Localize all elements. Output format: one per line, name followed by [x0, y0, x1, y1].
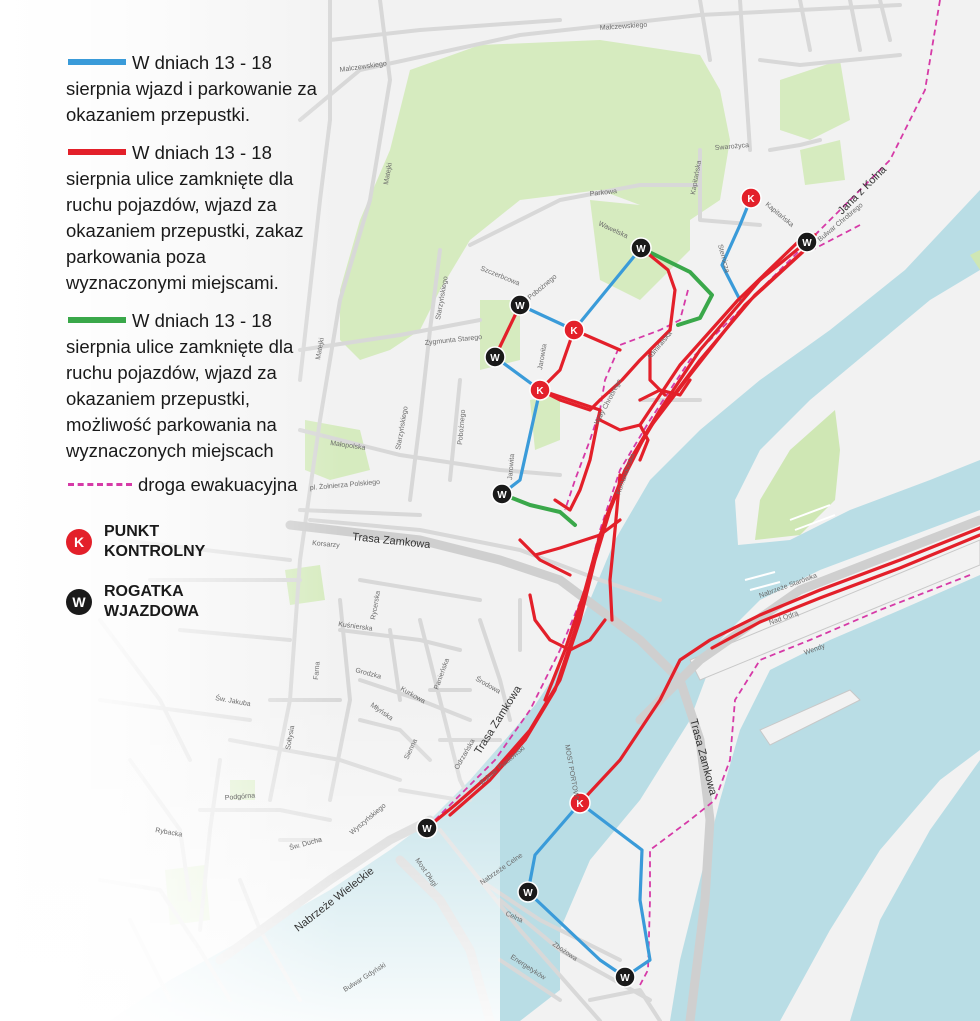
gate-marker[interactable]: W: [517, 881, 539, 903]
legend-item-green: W dniach 13 - 18 sierpnia ulice zamknięt…: [58, 308, 318, 464]
legend-item-checkpoint: K PUNKT KONTROLNY: [66, 522, 318, 562]
island: [735, 250, 980, 545]
street-label: Pobożnego: [457, 409, 467, 445]
gate-letter: W: [620, 973, 630, 984]
checkpoint-marker[interactable]: K: [529, 379, 551, 401]
evacuation-route: [429, 0, 971, 986]
street-label: Jarowita: [507, 453, 516, 480]
gate-letter: W: [497, 490, 507, 501]
street-label: Parkowa: [589, 188, 617, 198]
street-label: Sołtysia: [285, 725, 296, 750]
gate-marker[interactable]: W: [509, 294, 531, 316]
gate-letter: W: [490, 353, 500, 364]
legend-item-blue: W dniach 13 - 18 sierpnia wjazd i parkow…: [58, 50, 318, 128]
gate-marker[interactable]: W: [491, 483, 513, 505]
street-label: Rybacka: [155, 827, 183, 839]
legend-swatch-red: [68, 149, 126, 156]
legend-text-checkpoint: PUNKT KONTROLNY: [104, 523, 206, 560]
gate-letter: W: [636, 244, 646, 255]
gate-marker[interactable]: W: [630, 237, 652, 259]
gate-marker[interactable]: W: [614, 966, 636, 988]
street-label: Swarożyca: [715, 142, 750, 152]
gate-letter: W: [515, 301, 525, 312]
street-label: Farna: [313, 661, 322, 680]
legend-text-blue-first: W dniach 13 - 18: [132, 52, 272, 73]
street-label: Podgórna: [225, 792, 256, 802]
checkpoint-letter: K: [747, 194, 755, 205]
gate-marker[interactable]: W: [416, 817, 438, 839]
map-fade-bottom: [0, 700, 500, 1021]
checkpoint-marker[interactable]: K: [563, 319, 585, 341]
legend-item-evac: droga ewakuacyjna: [58, 472, 318, 498]
street-label: Malczewskiego: [600, 22, 648, 32]
legend-text-red: sierpnia ulice zamknięte dla ruchu pojaz…: [66, 168, 304, 293]
river: [110, 190, 980, 1021]
legend-swatch-green: [68, 317, 126, 324]
legend-text-blue: sierpnia wjazd i parkowanie za okazaniem…: [66, 78, 317, 125]
port-piers: [689, 539, 980, 746]
checkpoint-marker[interactable]: K: [569, 792, 591, 814]
street-label: Korsarzy: [312, 540, 341, 549]
legend-text-green: sierpnia ulice zamknięte dla ruchu pojaz…: [66, 336, 294, 461]
street-label: Kuśnierska: [338, 621, 373, 633]
street-label: Rycerska: [370, 590, 382, 620]
checkpoint-letter: K: [570, 326, 578, 337]
legend-item-gate: W ROGATKA WJAZDOWA: [66, 582, 318, 622]
marina: [744, 504, 836, 591]
checkpoint-letter: K: [576, 799, 584, 810]
street-label: Matejki: [315, 337, 326, 360]
checkpoint-marker[interactable]: K: [740, 187, 762, 209]
checkpoint-letter: K: [536, 386, 544, 397]
gate-letter: W: [523, 888, 533, 899]
gate-marker[interactable]: W: [484, 346, 506, 368]
gate-marker[interactable]: W: [796, 231, 818, 253]
legend-text-evac: droga ewakuacyjna: [138, 474, 298, 495]
legend-text-red-first: W dniach 13 - 18: [132, 142, 272, 163]
street-label: Małopolska: [330, 440, 366, 452]
legend-text-gate: ROGATKA WJAZDOWA: [104, 583, 200, 620]
street-label: Matejki: [383, 162, 394, 185]
legend-swatch-blue: [68, 59, 126, 66]
green-route: [500, 246, 714, 527]
gate-letter: W: [802, 238, 812, 249]
street-label: Jarowita: [537, 343, 548, 370]
legend-item-red: W dniach 13 - 18 sierpnia ulice zamknięt…: [58, 140, 318, 296]
checkpoint-symbol: K: [66, 529, 92, 555]
legend: W dniach 13 - 18 sierpnia wjazd i parkow…: [58, 50, 318, 622]
gate-letter: W: [422, 824, 432, 835]
red-route: [425, 233, 980, 830]
gate-symbol: W: [66, 589, 92, 615]
legend-swatch-evac: [68, 482, 132, 486]
legend-text-green-first: W dniach 13 - 18: [132, 310, 272, 331]
